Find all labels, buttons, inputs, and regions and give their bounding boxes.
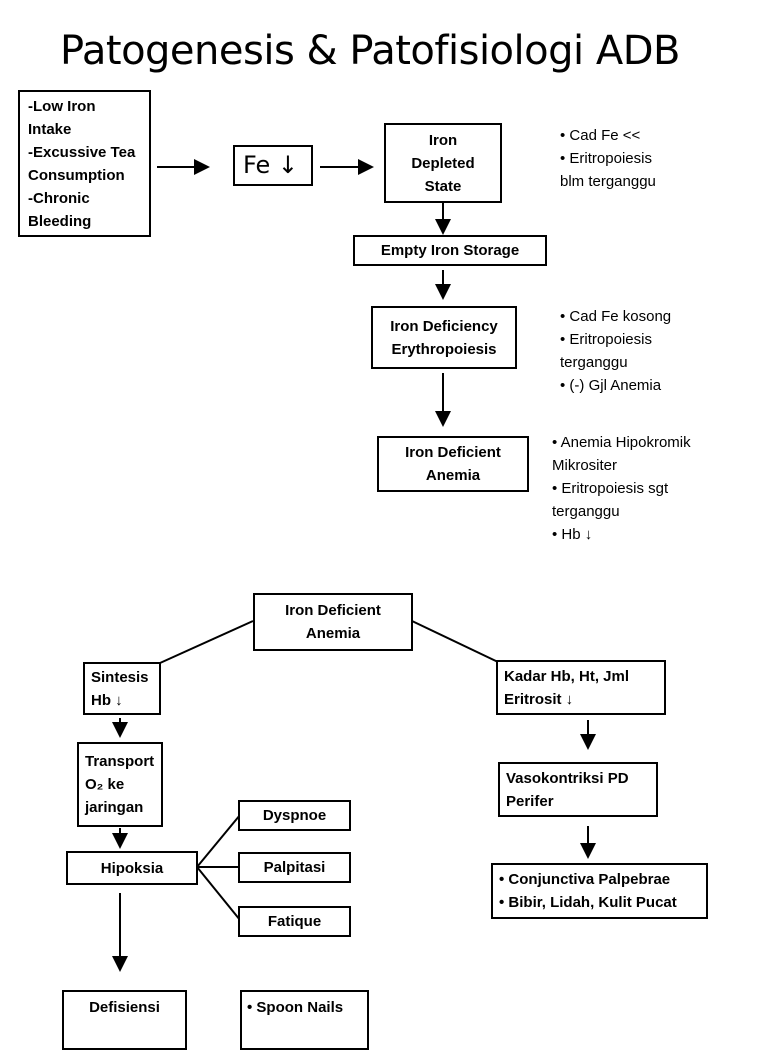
page-title: Patogenesis & Patofisiologi ADB [60,28,680,74]
box-text: Perifer [506,792,554,810]
causes-box: -Low Iron Intake -Excussive Tea Consumpt… [18,90,151,237]
note-text: • Hb ↓ [552,526,593,543]
kadar-hb-box: Kadar Hb, Ht, Jml Eritrosit ↓ [496,660,666,715]
cause-text: Bleeding [28,212,92,230]
connector [196,866,241,921]
empty-iron-storage-box: Empty Iron Storage [353,235,547,266]
box-text: State [424,177,462,195]
box-text: Transport [85,753,155,770]
cause-text: -Low Iron [28,97,96,115]
cause-text: -Excussive Tea [28,143,136,161]
box-text: • Bibir, Lidah, Kulit Pucat [499,894,677,911]
sintesis-hb-box: Sintesis Hb ↓ [83,662,161,715]
conjunctiva-box: • Conjunctiva Palpebrae • Bibir, Lidah, … [491,863,708,919]
connector [196,814,241,868]
box-text: O₂ ke [85,776,125,793]
fatique-box: Fatique [238,906,351,937]
transport-o2-box: Transport O₂ ke jaringan [77,742,163,827]
box-text: Anemia [305,625,361,642]
connector [159,620,254,664]
cause-text: -Chronic [28,189,90,207]
box-text: Iron Deficient [285,602,381,619]
box-text: Empty Iron Storage [380,242,520,259]
box-text: Sintesis [91,668,149,686]
note-text: • Cad Fe << [560,127,641,144]
iron-deficient-anemia-box: Iron Deficient Anemia [377,436,529,492]
box-text: Vasokontriksi PD [506,769,629,787]
fe-text: Fe ↓ [243,151,298,179]
cause-text: Consumption [28,166,125,184]
dyspnoe-box: Dyspnoe [238,800,351,831]
note-text: • Anemia Hipokromik [552,434,691,451]
connectors [112,159,596,972]
anemia-notes: • Anemia Hipokromik Mikrositer • Eritrop… [552,431,691,546]
cause-text: Intake [28,120,72,138]
defisiensi-box: Defisiensi [62,990,187,1050]
box-text: Eritrosit ↓ [504,690,574,708]
box-text: Depleted [411,154,475,172]
connector [411,620,499,663]
vasokontriksi-box: Vasokontriksi PD Perifer [498,762,658,817]
box-text: jaringan [85,799,144,816]
iron-depleted-state-box: Iron Depleted State [384,123,502,203]
box-text: Iron Deficient [405,444,501,461]
box-text: Kadar Hb, Ht, Jml [504,667,630,685]
box-text: Hb ↓ [91,691,123,709]
box-text: Defisiensi [89,999,160,1016]
box-text: Iron Deficiency [390,317,498,335]
deficiency-notes: • Cad Fe kosong • Eritropoiesis tergangg… [560,305,671,397]
note-text: terganggu [560,354,628,371]
box-text: • Conjunctiva Palpebrae [499,871,671,888]
iron-deficiency-erythropoiesis-box: Iron Deficiency Erythropoiesis [371,306,517,369]
box-text: Palpitasi [263,859,326,876]
iron-deficient-anemia-box-2: Iron Deficient Anemia [253,593,413,651]
note-text: terganggu [552,503,620,520]
box-text: Hipoksia [100,859,164,877]
depleted-notes: • Cad Fe << • Eritropoiesis blm tergangg… [560,124,656,193]
note-text: • Eritropoiesis [560,150,652,167]
box-text: • Spoon Nails [247,999,344,1016]
fe-box: Fe ↓ [233,145,313,186]
note-text: • (-) Gjl Anemia [560,377,662,394]
palpitasi-box: Palpitasi [238,852,351,883]
spoon-nails-box: • Spoon Nails [240,990,369,1050]
note-text: • Eritropoiesis [560,331,652,348]
box-text: Erythropoiesis [391,340,497,358]
note-text: • Eritropoiesis sgt [552,480,669,497]
box-text: Dyspnoe [262,807,327,824]
box-text: Fatique [267,913,322,930]
box-text: Iron [428,131,458,149]
hipoksia-box: Hipoksia [66,851,198,885]
note-text: Mikrositer [552,457,618,474]
note-text: • Cad Fe kosong [560,308,672,325]
box-text: Anemia [425,467,481,484]
note-text: blm terganggu [560,173,656,190]
